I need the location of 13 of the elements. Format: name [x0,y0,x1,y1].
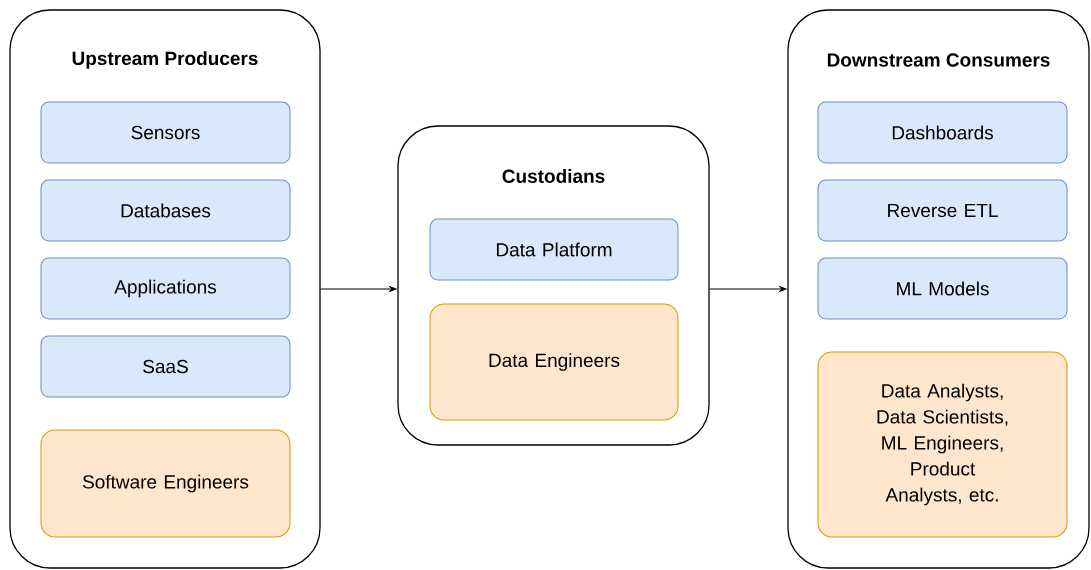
role-box: Software Engineers [40,429,291,538]
system-box: Reverse ETL [817,179,1068,242]
system-box: SaaS [40,335,291,398]
arrow [320,286,397,292]
system-box: Data Platform [429,218,679,281]
arrow [709,286,787,292]
system-box: ML Models [817,257,1068,320]
system-box: Applications [40,257,291,320]
system-box: Dashboards [817,101,1068,164]
role-box: Data Analysts, Data Scientists, ML Engineers, Product Analysts, etc. [817,351,1068,538]
system-box: Sensors [40,101,291,164]
system-box: Databases [40,179,291,242]
role-box: Data Engineers [429,303,679,421]
